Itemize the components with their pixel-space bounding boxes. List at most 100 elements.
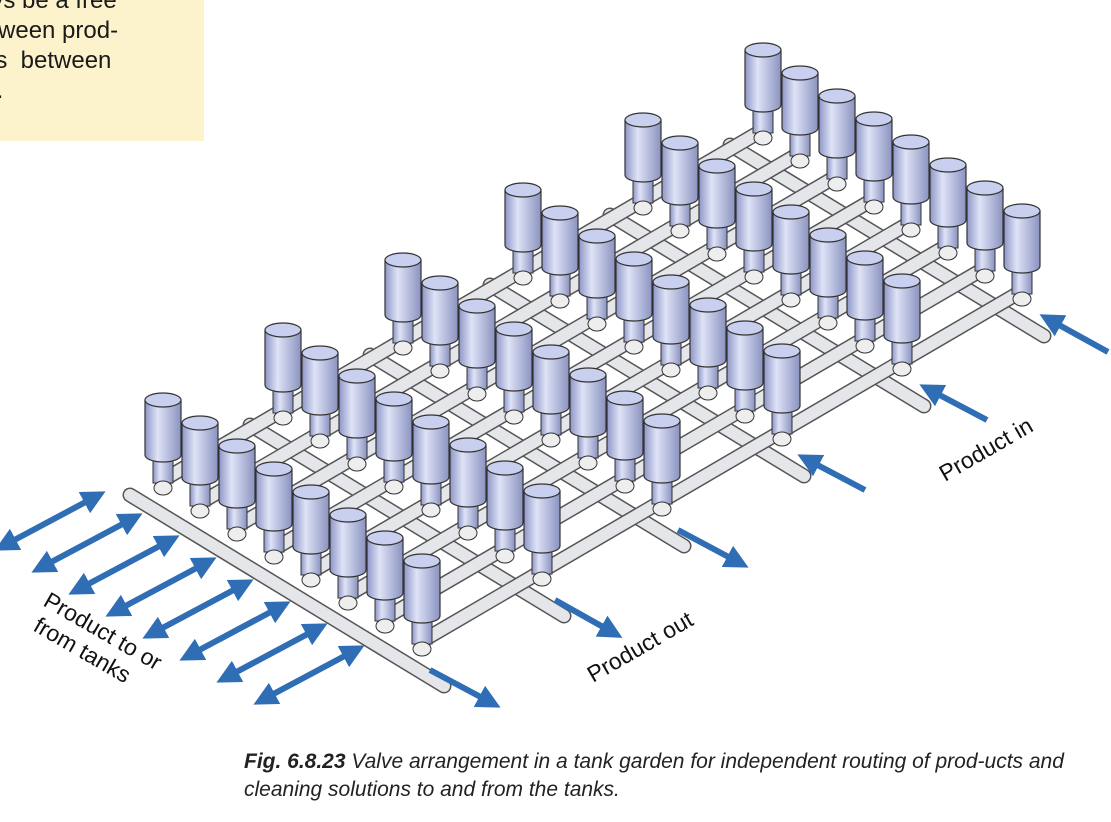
- valve-port: [495, 548, 515, 564]
- valve-top: [809, 227, 847, 243]
- valve-port: [781, 292, 801, 308]
- valve-port: [310, 433, 330, 449]
- valve: [532, 344, 570, 448]
- figure-caption: Fig. 6.8.23 Valve arrangement in a tank …: [244, 748, 1104, 804]
- valve-top: [698, 158, 736, 174]
- valve: [966, 180, 1004, 284]
- caption-text: Valve arrangement in a tank garden for i…: [244, 750, 1064, 801]
- valve-body: [403, 560, 441, 624]
- valve-body: [643, 420, 681, 484]
- valve: [412, 414, 450, 518]
- valve: [421, 275, 459, 379]
- valve-port: [587, 316, 607, 332]
- valve-port: [744, 269, 764, 285]
- valve: [892, 134, 930, 238]
- valve-body: [366, 537, 404, 601]
- bidirectional-arrow: [253, 645, 365, 705]
- valve-port: [698, 385, 718, 401]
- valve-top: [578, 228, 616, 244]
- valve-body: [855, 118, 893, 182]
- valve: [735, 181, 773, 285]
- valve: [809, 227, 847, 331]
- valve-body: [329, 514, 367, 578]
- valve: [846, 250, 884, 354]
- bidirectional-arrow: [142, 579, 254, 639]
- valve-top: [403, 553, 441, 569]
- valve-port: [661, 362, 681, 378]
- valve-port: [633, 200, 653, 216]
- valve: [403, 553, 441, 657]
- valve: [929, 157, 967, 261]
- valve: [726, 320, 764, 424]
- valve: [449, 437, 487, 541]
- valve: [772, 204, 810, 308]
- note-line: ts.: [0, 76, 128, 106]
- valve-port: [338, 595, 358, 611]
- valve-body: [689, 304, 727, 368]
- valve-top: [421, 275, 459, 291]
- valve: [763, 343, 801, 447]
- valve: [181, 415, 219, 519]
- valve: [883, 273, 921, 377]
- valve: [523, 483, 561, 587]
- valve-body: [606, 397, 644, 461]
- valve-body: [495, 328, 533, 392]
- valve-body: [726, 327, 764, 391]
- valve-body: [846, 257, 884, 321]
- product-out-arrow: [553, 597, 623, 638]
- valve-top: [504, 182, 542, 198]
- bidirectional-arrow: [216, 623, 328, 683]
- valve-top: [375, 391, 413, 407]
- valve-body: [255, 468, 293, 532]
- valve: [661, 135, 699, 239]
- valve-port: [753, 130, 773, 146]
- valve-port: [153, 480, 173, 496]
- valve-port: [227, 526, 247, 542]
- valve: [818, 88, 856, 192]
- valve-port: [938, 245, 958, 261]
- valve-port: [892, 361, 912, 377]
- valve-body: [735, 188, 773, 252]
- bidirectional-arrow: [0, 491, 106, 551]
- valve-port: [652, 501, 672, 517]
- valve-body: [772, 211, 810, 275]
- valve-body: [523, 490, 561, 554]
- valve-top: [689, 297, 727, 313]
- valve-port: [550, 293, 570, 309]
- valve-port: [504, 409, 524, 425]
- valve: [301, 345, 339, 449]
- valve: [652, 274, 690, 378]
- valve-top: [652, 274, 690, 290]
- valve: [569, 367, 607, 471]
- valve-body: [504, 189, 542, 253]
- valve-body: [809, 234, 847, 298]
- valve-top: [449, 437, 487, 453]
- valve-port: [901, 222, 921, 238]
- valve-body: [532, 351, 570, 415]
- valve-top: [412, 414, 450, 430]
- valve-top: [929, 157, 967, 173]
- valve: [338, 368, 376, 472]
- figure-number: Fig. 6.8.23: [244, 750, 346, 773]
- valve-body: [744, 49, 782, 113]
- valve-body: [218, 445, 256, 509]
- valve-body: [698, 165, 736, 229]
- valve-top: [329, 507, 367, 523]
- valve: [375, 391, 413, 495]
- valve-top: [966, 180, 1004, 196]
- valve-port: [467, 386, 487, 402]
- valve-top: [624, 112, 662, 128]
- product-out-arrow: [428, 667, 501, 708]
- valve: [218, 438, 256, 542]
- valve-top: [255, 461, 293, 477]
- valve-body: [338, 375, 376, 439]
- valve-port: [430, 363, 450, 379]
- valve: [292, 484, 330, 588]
- valve-top: [818, 88, 856, 104]
- valve-body: [966, 187, 1004, 251]
- valve: [689, 297, 727, 401]
- valve-top: [846, 250, 884, 266]
- valve-body: [883, 280, 921, 344]
- valve-body: [578, 235, 616, 299]
